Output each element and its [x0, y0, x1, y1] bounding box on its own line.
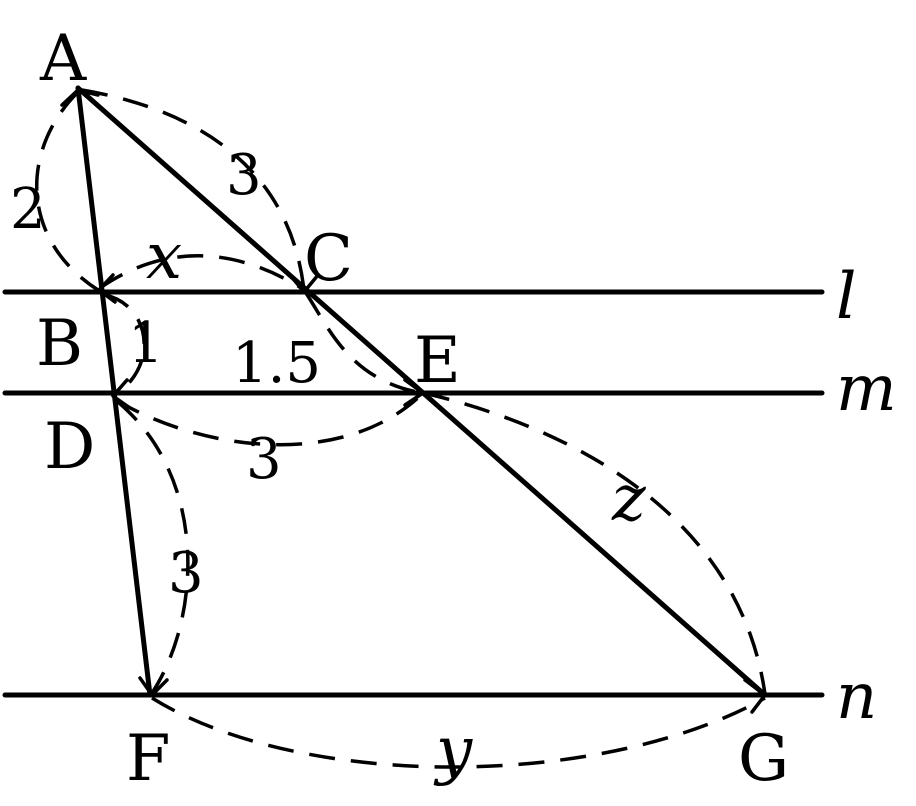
arc-BD [104, 293, 146, 397]
measure-BD: 1 [128, 311, 164, 376]
arc-CE [304, 292, 423, 395]
arrowhead-C [288, 273, 320, 294]
point-label-C: C [304, 222, 353, 296]
measure-DF: 3 [168, 541, 204, 606]
arc-FG [151, 696, 766, 769]
arc-BC [99, 254, 304, 291]
line-label-n: n [836, 660, 877, 734]
arc-EG [423, 391, 767, 695]
line-label-m: m [836, 352, 897, 426]
arrowhead-E [403, 378, 425, 407]
point-label-E: E [414, 324, 461, 398]
arrowhead-A [60, 88, 100, 107]
point-label-G: G [738, 722, 789, 796]
measure-EG: z [611, 462, 647, 536]
measure-CE: 1.5 [232, 331, 321, 396]
arrowhead-G [743, 678, 767, 714]
measure-AB: 2 [10, 177, 46, 242]
point-label-F: F [126, 722, 170, 796]
measure-FG: y [433, 714, 473, 788]
arrowhead-F [138, 676, 169, 697]
measure-BC: x [146, 220, 182, 294]
arrowhead-B [97, 273, 117, 304]
arrowhead-D [111, 378, 132, 410]
measure-DE: 3 [246, 427, 282, 492]
point-label-A: A [39, 22, 87, 96]
arc-DF [116, 400, 190, 694]
measure-AC: 3 [226, 143, 262, 208]
arc-AC [81, 88, 306, 291]
line-label-l: l [836, 260, 856, 334]
transversal-AF [75, 85, 153, 698]
point-label-D: D [44, 410, 95, 484]
point-label-B: B [36, 307, 83, 381]
